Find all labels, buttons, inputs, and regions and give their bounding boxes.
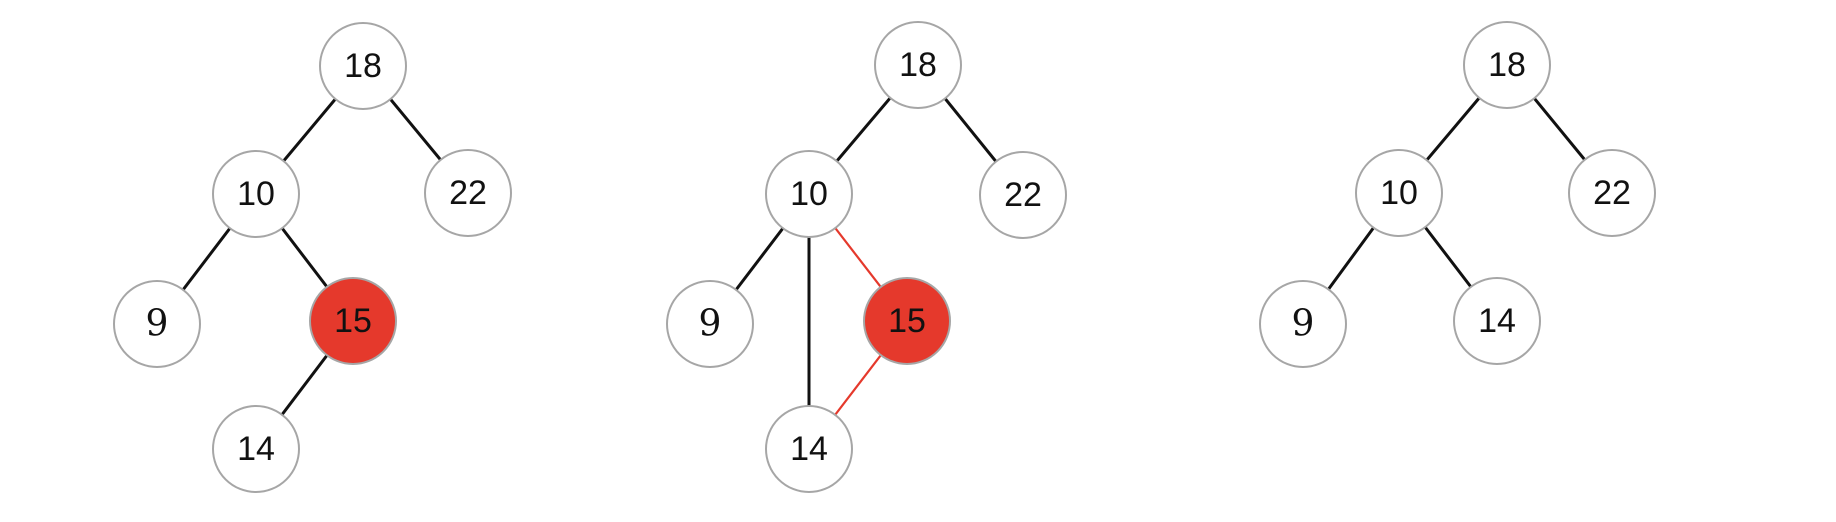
node-label-18: 18 — [344, 47, 382, 85]
node-label-14: 14 — [790, 430, 828, 468]
node-label-18: 18 — [899, 46, 937, 84]
tree-node-18 — [319, 22, 407, 110]
tree-node-15-highlighted — [309, 277, 397, 365]
node-label-18: 18 — [1488, 46, 1526, 84]
tree-node-22 — [1568, 149, 1656, 237]
node-label-9: 9 — [699, 304, 722, 345]
tree-node-14 — [765, 405, 853, 493]
tree-node-22 — [424, 149, 512, 237]
tree-node-10 — [212, 150, 300, 238]
tree-step-1-original-tree: 18 10 22 9 15 14 — [113, 22, 512, 493]
tree-node-18 — [874, 21, 962, 109]
tree-node-14 — [212, 405, 300, 493]
node-label-10: 10 — [1380, 174, 1418, 212]
tree-node-10 — [1355, 149, 1443, 237]
node-label-9: 9 — [1292, 304, 1315, 345]
node-label-10: 10 — [790, 175, 828, 213]
tree-node-15-highlighted — [863, 277, 951, 365]
tree-node-10 — [765, 150, 853, 238]
node-label-22: 22 — [1004, 176, 1042, 214]
node-label-9: 9 — [146, 304, 169, 345]
node-label-22: 22 — [1593, 174, 1631, 212]
node-label-14: 14 — [1478, 302, 1516, 340]
tree-node-9 — [666, 280, 754, 368]
tree-step-3-node-removed: 18 10 22 9 14 — [1259, 21, 1656, 368]
tree-node-18 — [1463, 21, 1551, 109]
tree-node-22 — [979, 151, 1067, 239]
tree-step-2-relink-child: 18 10 22 9 15 14 — [666, 21, 1067, 493]
tree-node-9 — [1259, 280, 1347, 368]
node-label-15: 15 — [888, 302, 926, 340]
tree-node-9 — [113, 280, 201, 368]
node-label-14: 14 — [237, 430, 275, 468]
node-label-22: 22 — [449, 174, 487, 212]
node-label-10: 10 — [237, 175, 275, 213]
node-label-15: 15 — [334, 302, 372, 340]
tree-node-14 — [1453, 277, 1541, 365]
